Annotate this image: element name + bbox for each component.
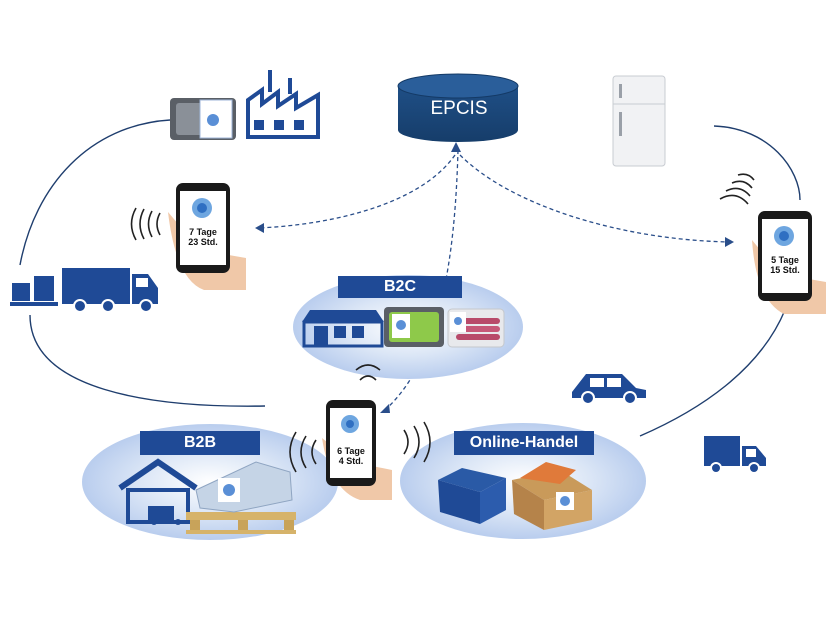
phone-right-time: 5 Tage 15 Std. [762, 255, 808, 275]
veg-tray [384, 307, 444, 347]
product-tray-icon [170, 98, 236, 140]
phone-right-hours: 15 Std. [770, 265, 800, 275]
truck-icon [10, 268, 158, 313]
arrowheads [255, 142, 734, 413]
b2b-label: B2B [140, 431, 260, 455]
epcis-data-flows [257, 149, 731, 411]
database-icon[interactable] [397, 73, 519, 142]
cycle-curves [19, 119, 801, 437]
b2c-label: B2C [338, 276, 462, 298]
arrow-center-phone [380, 404, 390, 413]
smartphone-center[interactable] [322, 400, 392, 500]
epcis-label: EPCIS [430, 98, 488, 119]
arrow-up-epcis [451, 142, 461, 152]
phone-left-hours: 23 Std. [188, 237, 218, 247]
curve-fridge-phone [713, 125, 801, 201]
signal-waves-icon [130, 173, 755, 473]
phone-right-days: 5 Tage [771, 255, 799, 265]
fridge-icon [612, 75, 666, 167]
shop-icon [302, 310, 384, 348]
online-handel-label: Online-Handel [454, 431, 594, 455]
curve-phone-online [639, 309, 786, 437]
pallet-icon [186, 461, 296, 534]
flow-to-right-phone [459, 154, 731, 243]
phone-left-days: 7 Tage [189, 227, 217, 237]
curve-factory-truck [19, 119, 171, 266]
sausage-tray [447, 308, 505, 348]
package-box-icon [438, 468, 506, 524]
phone-center-time: 6 Tage 4 Std. [330, 446, 372, 466]
smartphone-left[interactable] [168, 183, 246, 290]
factory-icon [246, 70, 320, 139]
curve-truck-b2b [29, 314, 266, 407]
phone-center-hours: 4 Std. [338, 456, 364, 466]
flow-to-center-phone [384, 149, 459, 411]
phone-left-time: 7 Tage 23 Std. [180, 227, 226, 247]
smartphone-right[interactable] [752, 211, 826, 314]
phone-center-days: 6 Tage [337, 446, 365, 456]
arrow-left-phone [255, 223, 264, 233]
car-icon [572, 374, 646, 405]
arrow-right-phone [725, 237, 734, 247]
flow-to-left-phone [257, 154, 456, 229]
warehouse-icon [118, 458, 198, 525]
cardboard-box [512, 462, 592, 530]
van-icon [704, 436, 766, 474]
